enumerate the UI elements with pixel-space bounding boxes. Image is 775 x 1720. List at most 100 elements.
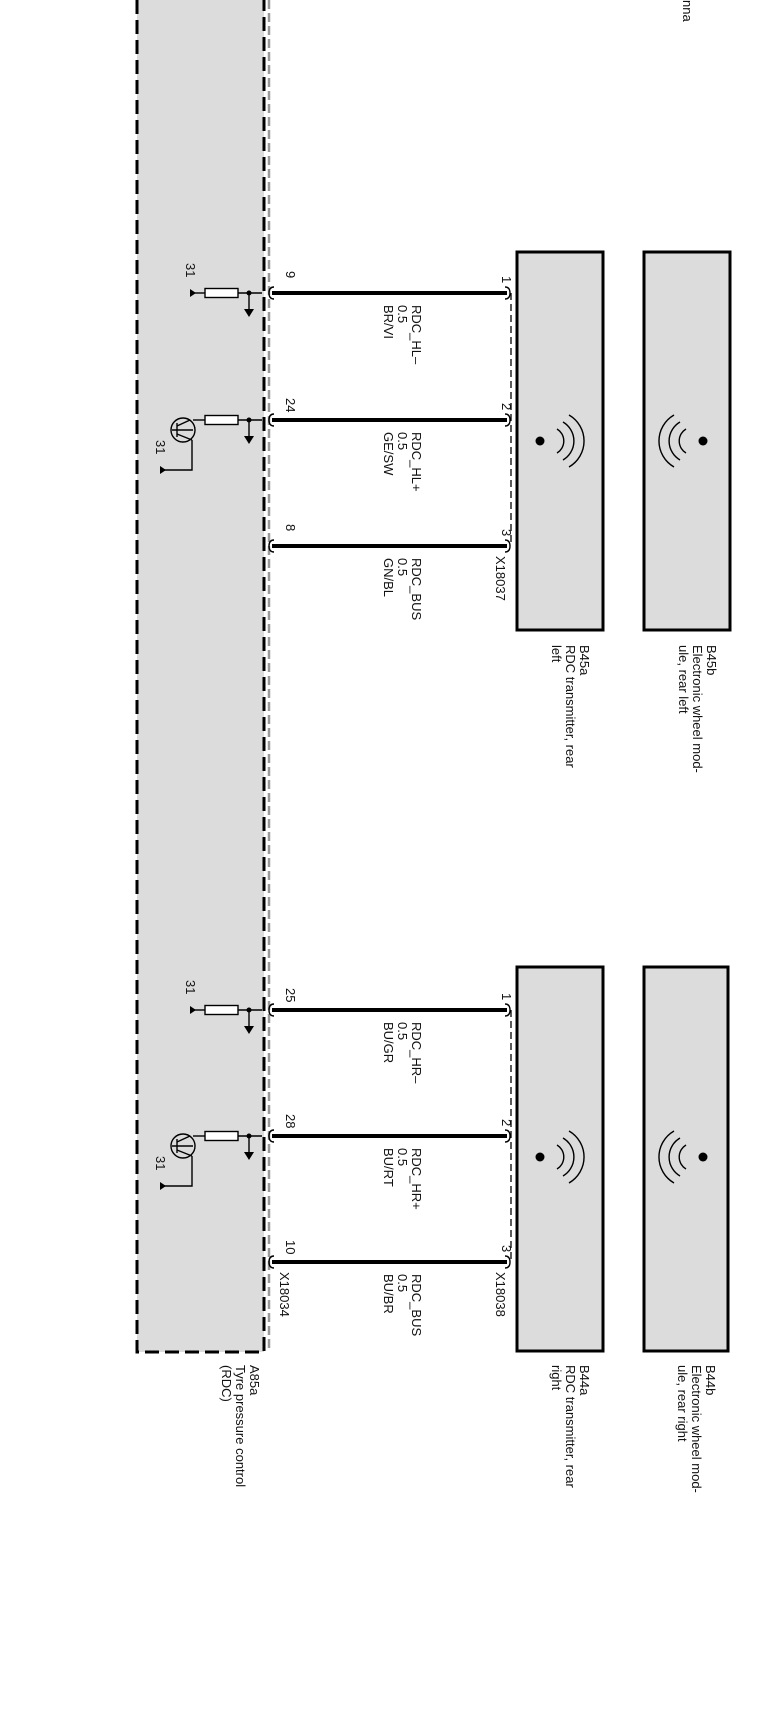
transistor-icon [170, 417, 196, 443]
wire-signal-label: RDC_BUS [409, 558, 424, 620]
wire-signal-label: RDC_HL+ [409, 432, 424, 492]
control-unit-a85a [135, 0, 271, 1354]
wire-size-label: 0.5 [395, 432, 410, 450]
ecu-terminal-icon [268, 1003, 275, 1017]
ecu-terminal-icon [268, 1129, 275, 1143]
wire-size-label: 0.5 [395, 305, 410, 323]
wire-signal-label: RDC_BUS [409, 1274, 424, 1336]
wire-color-label: BR/VI [381, 305, 396, 339]
arrow-down-icon [244, 309, 254, 317]
wire-color-label: GE/SW [381, 432, 396, 476]
transistor-circuit [160, 1130, 262, 1190]
wire-color-label: BU/RT [381, 1148, 396, 1187]
resistor-icon [204, 1004, 239, 1016]
tx-terminal-icon [504, 413, 511, 427]
tx-pin-number: 1 [499, 276, 514, 283]
wire-color-label: BU/GR [381, 1022, 396, 1063]
tx-pin-number: 2 [499, 1119, 514, 1126]
wire-rdc-hl--pin-24 [160, 413, 511, 474]
wire-rdc-hl--pin-9 [190, 286, 511, 317]
ecu-terminal-icon [268, 413, 275, 427]
ecu-pin-number: 28 [283, 1114, 298, 1128]
wire-size-label: 0.5 [395, 1274, 410, 1292]
wire-size-label: 0.5 [395, 1148, 410, 1166]
b45b-name-1: Electronic wheel mod- [690, 645, 705, 773]
ecu-pin-number: 25 [283, 988, 298, 1002]
transmitter-dot-icon [535, 1152, 545, 1162]
transmitter-b45a [515, 250, 605, 632]
ecu-pin-number: 9 [283, 271, 298, 278]
ecu-pin-number: 24 [283, 398, 298, 412]
ground-icon [160, 466, 166, 474]
transistor-icon [170, 1133, 196, 1159]
ground-31-label: 31 [183, 263, 198, 277]
wire-rdc-bus-pin-10 [268, 1255, 511, 1269]
tx-terminal-icon [504, 1129, 511, 1143]
resistor-circuit [190, 1004, 262, 1034]
wire-size-label: 0.5 [395, 558, 410, 576]
resistor-icon [204, 414, 239, 426]
wheel-module-b44b [642, 965, 730, 1353]
connector-x18038-label: X18038 [493, 1272, 508, 1317]
radio-waves-icon [556, 1130, 585, 1184]
ecu-terminal-icon [268, 539, 275, 553]
radio-waves-icon [556, 414, 585, 468]
radio-waves-icon [658, 1130, 687, 1184]
ground-31-label: 31 [183, 980, 198, 994]
arrow-down-icon [244, 1152, 254, 1160]
resistor-icon [204, 287, 239, 299]
b45b-name-2: ule, rear left [676, 645, 691, 714]
b44b-id: B44b [703, 1365, 718, 1395]
wheel-module-dot-icon [698, 1152, 708, 1162]
b44a-id: B44a [577, 1365, 592, 1396]
wire-color-label: GN/BL [381, 558, 396, 597]
tx-terminal-icon [504, 539, 511, 553]
arrow-down-icon [244, 1026, 254, 1034]
tx-pin-number: 3 [499, 1245, 514, 1252]
b44b-name-2: ule, rear right [675, 1365, 690, 1442]
wire-rdc-hr--pin-28 [160, 1129, 511, 1190]
resistor-icon [204, 1130, 239, 1142]
connector-x18034-label: X18034 [277, 1272, 292, 1317]
b45b-id: B45b [704, 645, 719, 675]
ground-31-label: 31 [153, 1156, 168, 1170]
label-b44a: B44a RDC transmitter, rear right [549, 1365, 592, 1488]
tx-terminal-icon [504, 1255, 511, 1269]
tx-terminal-icon [504, 1003, 511, 1017]
b45a-name-1: RDC transmitter, rear [563, 645, 578, 768]
wire-signal-label: RDC_HR+ [409, 1148, 424, 1210]
b44b-name-1: Electronic wheel mod- [689, 1365, 704, 1493]
transmitter-dot-icon [535, 436, 545, 446]
wire-signal-label: RDC_HR– [409, 1022, 424, 1084]
partial-top-label: nna [680, 0, 695, 22]
a85a-name-1: Tyre pressure control [233, 1365, 248, 1487]
wire-size-label: 0.5 [395, 1022, 410, 1040]
ground-icon [160, 1182, 166, 1190]
wire-rdc-bus-pin-8 [268, 539, 511, 553]
b44a-name-2: right [549, 1365, 564, 1391]
transmitter-b44a [515, 965, 605, 1353]
wire-signal-label: RDC_HL– [409, 305, 424, 365]
ecu-pin-number: 10 [283, 1240, 298, 1254]
a85a-id: A85a [247, 1365, 262, 1396]
a85a-name-2: (RDC) [219, 1365, 234, 1402]
label-b44b: B44b Electronic wheel mod- ule, rear rig… [675, 1365, 718, 1493]
ecu-terminal-icon [268, 1255, 275, 1269]
ecu-pin-number: 8 [283, 524, 298, 531]
tx-pin-number: 3 [499, 529, 514, 536]
transistor-circuit [160, 414, 262, 474]
ground-icon [190, 289, 196, 297]
label-b45a: B45a RDC transmitter, rear left [549, 645, 592, 768]
wire-color-label: BU/BR [381, 1274, 396, 1314]
radio-waves-icon [658, 414, 687, 468]
tx-pin-number: 2 [499, 403, 514, 410]
ecu-terminal-icon [268, 286, 275, 300]
wheel-module-b45b [642, 250, 732, 632]
ground-31-label: 31 [153, 440, 168, 454]
resistor-circuit [190, 287, 262, 317]
connector-x18037-label: X18037 [493, 556, 508, 601]
tx-pin-number: 1 [499, 993, 514, 1000]
wire-rdc-hr--pin-25 [190, 1003, 511, 1034]
